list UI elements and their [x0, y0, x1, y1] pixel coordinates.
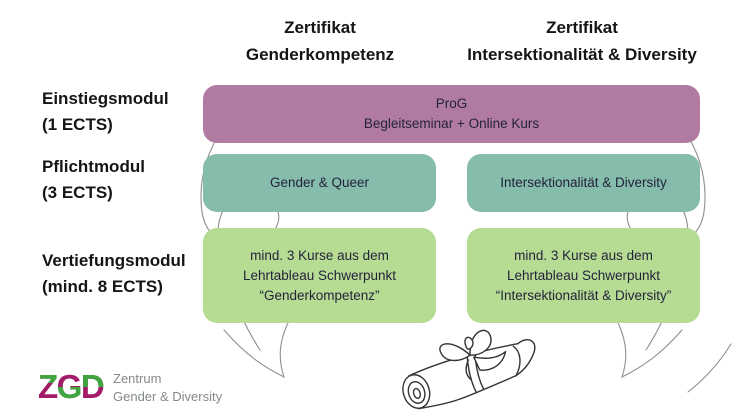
column-header-line: Genderkompetenz: [245, 45, 395, 64]
row-label-line: Pflichtmodul: [42, 157, 145, 176]
column-header-intersektionalitaet: Zertifikat Intersektionalität & Diversit…: [462, 14, 702, 68]
logo-name-line: Gender & Diversity: [113, 389, 223, 404]
zgd-logo-name: Zentrum Gender & Diversity: [113, 370, 222, 406]
box-text-line: Lehrtableau Schwerpunkt: [242, 267, 397, 283]
box-gender-queer: Gender & Queer: [203, 154, 436, 212]
row-label-line: Vertiefungsmodul: [42, 251, 186, 270]
column-header-line: Zertifikat: [546, 18, 618, 37]
row-label-pflichtmodul: Pflichtmodul (3 ECTS): [42, 154, 145, 206]
box-text-line: ProG: [435, 96, 468, 111]
column-header-line: Zertifikat: [284, 18, 356, 37]
row-label-einstiegsmodul: Einstiegsmodul (1 ECTS): [42, 86, 169, 138]
box-vertiefung-genderkompetenz: mind. 3 Kurse aus dem Lehrtableau Schwer…: [203, 228, 436, 323]
box-text-line: Intersektionalität & Diversity: [500, 175, 667, 190]
box-text-line: Lehrtableau Schwerpunkt: [506, 267, 661, 283]
box-vertiefung-intersektionalitaet: mind. 3 Kurse aus dem Lehrtableau Schwer…: [467, 228, 700, 323]
box-prog-einstiegsmodul: ProG Begleitseminar + Online Kurs: [203, 85, 700, 143]
box-text-line: “Genderkompetenz”: [259, 287, 380, 303]
box-text-line: Begleitseminar + Online Kurs: [363, 116, 540, 131]
zgd-logo-acronym-icon: ZGD ZGD: [38, 368, 105, 405]
box-text-line: mind. 3 Kurse aus dem: [250, 247, 389, 263]
box-text-line: Gender & Queer: [269, 175, 370, 190]
logo-name-line: Zentrum: [113, 371, 162, 386]
diploma-scroll-icon: [402, 329, 536, 410]
row-label-line: Einstiegsmodul: [42, 89, 169, 108]
box-intersektionalitaet-diversity: Intersektionalität & Diversity: [467, 154, 700, 212]
row-label-line: (mind. 8 ECTS): [42, 277, 163, 296]
row-label-vertiefungsmodul: Vertiefungsmodul (mind. 8 ECTS): [42, 248, 186, 300]
column-header-genderkompetenz: Zertifikat Genderkompetenz: [200, 14, 440, 68]
zgd-acronym-magenta: ZGD: [38, 368, 104, 405]
box-text-line: mind. 3 Kurse aus dem: [514, 247, 653, 263]
column-header-line: Intersektionalität & Diversity: [467, 45, 697, 64]
zgd-logo: ZGD ZGD Zentrum Gender & Diversity: [38, 367, 222, 406]
box-text-line: “Intersektionalität & Diversity”: [495, 287, 672, 303]
row-label-line: (1 ECTS): [42, 115, 113, 134]
row-label-line: (3 ECTS): [42, 183, 113, 202]
